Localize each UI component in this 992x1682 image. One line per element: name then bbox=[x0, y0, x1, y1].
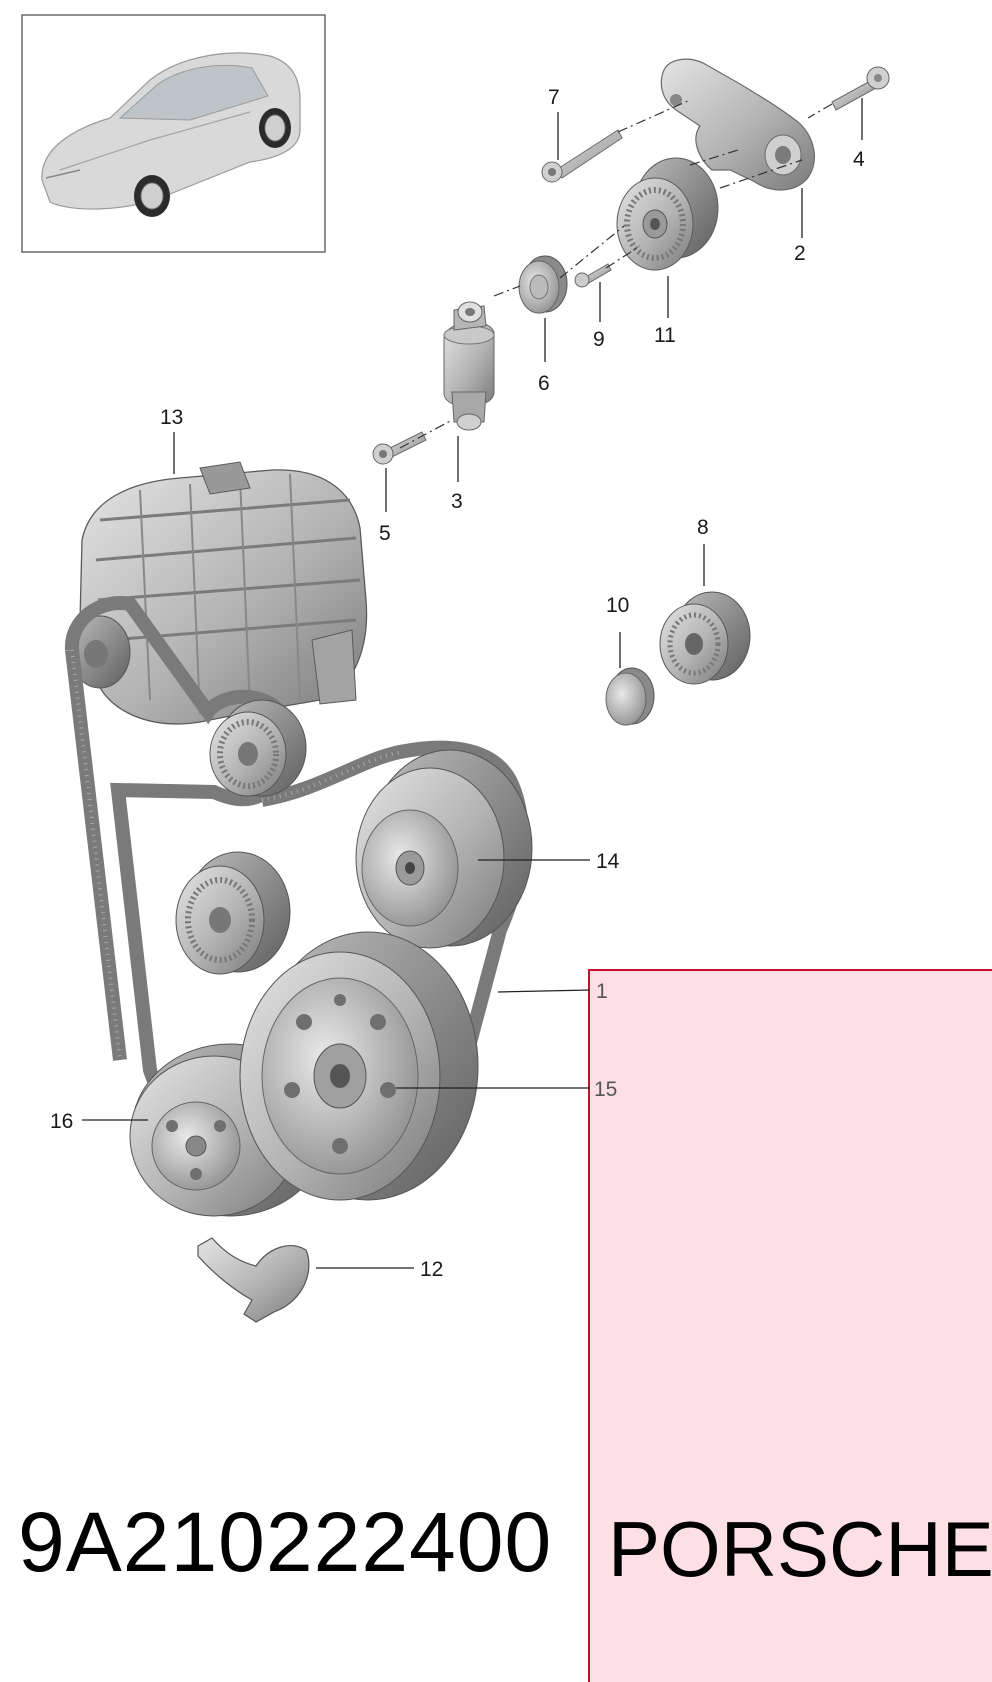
callout-1: 1 bbox=[596, 980, 608, 1003]
brand-name: PORSCHE bbox=[608, 1505, 992, 1593]
tensioner-bracket bbox=[660, 58, 815, 191]
callout-4: 4 bbox=[853, 148, 865, 171]
callout-7: 7 bbox=[548, 86, 560, 109]
belt-idler-upper bbox=[209, 699, 307, 797]
dust-cap-6 bbox=[518, 255, 568, 314]
callout-12: 12 bbox=[420, 1258, 443, 1281]
callout-leaders bbox=[82, 98, 863, 1269]
bolt-9 bbox=[574, 263, 612, 288]
callout-labels: 7 4 2 11 9 6 13 3 5 8 10 14 1 15 16 12 bbox=[50, 86, 865, 1281]
brand-panel bbox=[588, 969, 992, 1682]
bracket-12 bbox=[197, 1237, 310, 1323]
callout-2: 2 bbox=[794, 242, 806, 265]
vehicle-thumbnail bbox=[21, 14, 326, 253]
alternator-13 bbox=[79, 461, 368, 725]
bolt-4 bbox=[831, 66, 890, 111]
assembly-lines bbox=[399, 99, 833, 449]
callout-5: 5 bbox=[379, 522, 391, 545]
bolt-7 bbox=[541, 129, 623, 183]
callout-15: 15 bbox=[594, 1078, 617, 1101]
crankshaft-pulley-15 bbox=[239, 931, 479, 1201]
idler-pulley-11 bbox=[616, 157, 719, 271]
callout-3: 3 bbox=[451, 490, 463, 513]
belt-idler-lower bbox=[175, 851, 291, 975]
ac-compressor-pulley-14 bbox=[355, 749, 533, 949]
car-illustration bbox=[41, 52, 301, 217]
callout-16: 16 bbox=[50, 1110, 73, 1133]
bolt-5 bbox=[372, 431, 427, 465]
callout-8: 8 bbox=[697, 516, 709, 539]
callout-10: 10 bbox=[606, 594, 629, 617]
idler-pulley-8 bbox=[659, 591, 751, 685]
tensioner-damper-3 bbox=[443, 301, 495, 431]
callout-14: 14 bbox=[596, 850, 620, 873]
callout-13: 13 bbox=[160, 406, 183, 429]
callout-9: 9 bbox=[593, 328, 605, 351]
callout-11: 11 bbox=[654, 324, 676, 347]
dust-cap-10 bbox=[605, 667, 655, 726]
callout-6: 6 bbox=[538, 372, 550, 395]
alternator-pulley bbox=[69, 615, 131, 689]
part-number: 9A210222400 bbox=[18, 1495, 553, 1589]
